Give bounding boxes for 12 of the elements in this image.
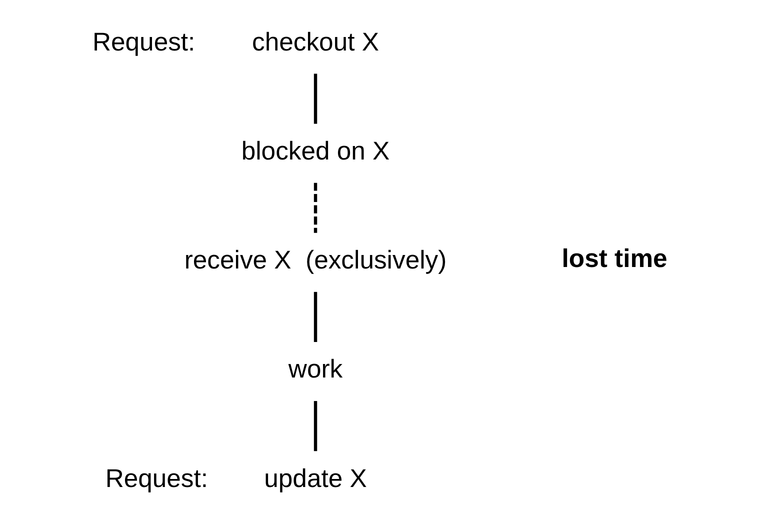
node-label: Request: bbox=[92, 28, 195, 56]
connector bbox=[313, 291, 317, 342]
node-text: update X bbox=[264, 464, 366, 492]
connector bbox=[313, 73, 317, 124]
node-label: Request: bbox=[104, 464, 208, 492]
node-text: work bbox=[288, 355, 342, 384]
node-text: checkout X bbox=[252, 28, 378, 56]
node-text: receive X (exclusively) bbox=[184, 246, 446, 274]
label: lost time bbox=[561, 244, 667, 272]
connector bbox=[313, 182, 317, 232]
node-text: blocked on X bbox=[240, 136, 390, 165]
connector bbox=[313, 400, 317, 451]
